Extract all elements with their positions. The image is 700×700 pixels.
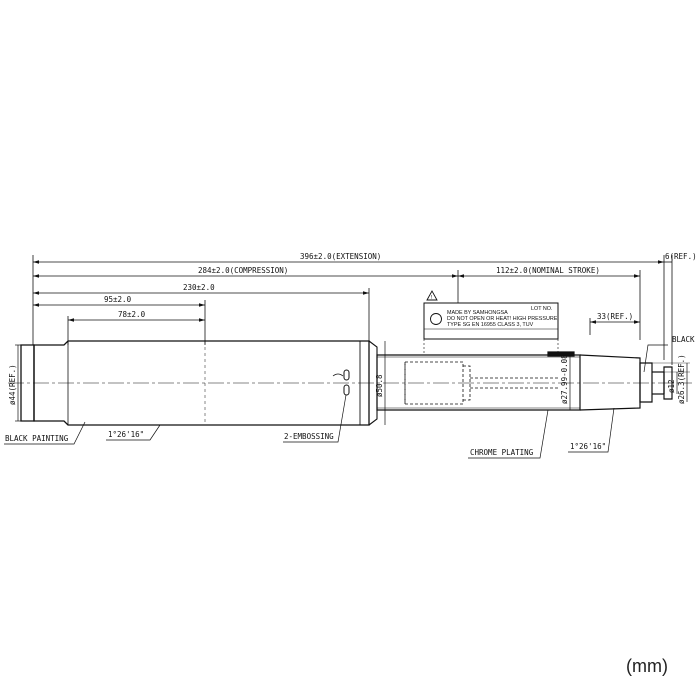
label-chrome-plating: CHROME PLATING	[470, 448, 534, 457]
dim-dia44: ø44(REF.)	[8, 364, 17, 405]
arrowheads	[33, 260, 664, 324]
dim-compression: 284±2.0(COMPRESSION)	[198, 266, 288, 275]
dim-dia26: ø26.3(REF.)	[677, 354, 686, 404]
label-taper-left: 1°26'16"	[108, 430, 144, 439]
plate-line2: DO NOT OPEN OR HEAT! HIGH PRESSURE!	[447, 316, 559, 322]
dim-ref6: 6(REF.)	[665, 252, 697, 261]
dim-78: 78±2.0	[118, 310, 146, 319]
dim-nominal-stroke: 112±2.0(NOMINAL STROKE)	[496, 266, 600, 275]
plate-line3: TYPE SG EN 16955 CLASS 3, TUV	[447, 322, 534, 328]
unit-label: (mm)	[626, 656, 668, 676]
label-embossing: 2-EMBOSSING	[284, 432, 334, 441]
label-black-painting: BLACK PAINTING	[5, 434, 69, 443]
dim-dia12: ø12	[667, 379, 676, 393]
dim-230: 230±2.0	[183, 283, 215, 292]
plate-warning-symbol: !	[431, 295, 433, 301]
warning-plate	[424, 291, 558, 355]
piston-rod	[377, 352, 580, 410]
label-taper-right: 1°26'16"	[570, 442, 606, 451]
dimension-texts: 396±2.0(EXTENSION) 6(REF.) 284±2.0(COMPR…	[8, 252, 697, 405]
callout-texts: BLACK PAINTING 1°26'16" 2-EMBOSSING CHRO…	[5, 335, 695, 457]
dim-dia27: ø27.99-0.08	[560, 354, 569, 404]
plate-texts: LOT NO. MADE BY SAMHONGSA DO NOT OPEN OR…	[431, 295, 559, 328]
dimension-lines	[33, 255, 672, 365]
plate-lot-no: LOT NO.	[531, 306, 552, 312]
samhongsa-logo-icon	[431, 314, 442, 325]
label-black-right: BLACK	[672, 335, 695, 344]
dim-95: 95±2.0	[104, 295, 132, 304]
plate-line1: MADE BY SAMHONGSA	[447, 310, 508, 316]
rod-tip	[580, 355, 672, 410]
dim-extension: 396±2.0(EXTENSION)	[300, 252, 381, 261]
dim-dia50: ø50.8	[375, 374, 384, 397]
dim-ref33: 33(REF.)	[597, 312, 633, 321]
leader-lines	[4, 341, 690, 458]
warning-triangle-icon	[427, 291, 437, 300]
